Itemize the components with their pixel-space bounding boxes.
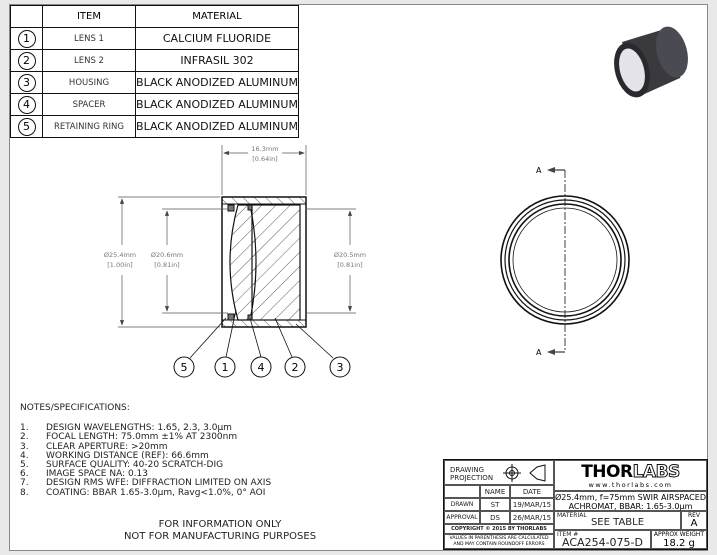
weight-value: 18.2 g (663, 538, 695, 549)
note-item: 6.IMAGE SPACE NA: 0.13 (20, 469, 148, 480)
item-material: INFRASIL 302 (135, 49, 299, 72)
note-item: 8.COATING: BBAR 1.65-3.0µm, Ravg<1.0%, 0… (20, 487, 266, 498)
balloon-label: 4 (258, 361, 265, 374)
disclaimer-line-1: FOR INFORMATION ONLY (158, 519, 282, 530)
rear-aperture-in: [0.81in] (337, 261, 362, 269)
approval-date: 26/MAR/15 (510, 511, 554, 524)
rev-value: A (690, 518, 698, 529)
thorlabs-logo: THORLABS www.thorlabs.com (554, 460, 707, 491)
item-number-label: ITEM # (557, 531, 579, 538)
item-balloon: 1 (17, 29, 36, 48)
notes-section: NOTES/SPECIFICATIONS: 1.DESIGN WAVELENGT… (20, 403, 272, 498)
material-value: SEE TABLE (590, 517, 645, 528)
projection-symbol-icon (503, 464, 546, 482)
copyright: COPYRIGHT © 2015 BY THORLABS (444, 524, 554, 534)
item-material: BLACK ANODIZED ALUMINUM (135, 115, 299, 138)
lens-1 (229, 204, 257, 321)
balloon-label: 5 (181, 361, 188, 374)
projection-label: DRAWING PROJECTION (450, 466, 494, 482)
balloon-label: 1 (222, 361, 229, 374)
note-item: 3.CLEAR APERTURE: >20mm (20, 441, 168, 452)
date-header: DATE (510, 485, 554, 498)
values-note: VALUES IN PARENTHESIS ARE CALCULATED AND… (444, 534, 554, 549)
title-block: DRAWING PROJECTION NAME DATE DRAWN ST 19… (443, 459, 708, 550)
drawn-date: 19/MAR/15 (510, 498, 554, 511)
outer-dia-mm: Ø25.4mm (104, 251, 136, 259)
name-header: NAME (480, 485, 510, 498)
approval-name: DS (480, 511, 510, 524)
balloon-label: 3 (337, 361, 344, 374)
item-balloon: 5 (17, 117, 36, 136)
dimension-labels: 16.3mm [0.64in] Ø25.4mm [1.00in] Ø20.6mm… (104, 145, 366, 269)
weight-label: APPROX WEIGHT (653, 531, 705, 538)
notes-title: NOTES/SPECIFICATIONS: (20, 403, 130, 413)
section-view (221, 196, 307, 328)
front-aperture-in: [0.81in] (154, 261, 179, 269)
approval-label: APPROVAL (444, 511, 480, 524)
isometric-render (614, 26, 688, 98)
note-item: 1.DESIGN WAVELENGTHS: 1.65, 2.3, 3.0µm (20, 423, 232, 434)
callout-balloons: 5 1 4 2 3 (173, 356, 351, 378)
front-aperture-mm: Ø20.6mm (151, 251, 183, 259)
balloon-label: 2 (292, 361, 299, 374)
lens-2 (251, 204, 301, 321)
outer-dia-in: [1.00in] (107, 261, 132, 269)
item-balloon: 4 (17, 95, 36, 114)
disclaimer: FOR INFORMATION ONLY NOT FOR MANUFACTURI… (110, 519, 330, 543)
note-item: 7.DESIGN RMS WFE: DIFFRACTION LIMITED ON… (20, 478, 272, 489)
housing-wall-top (221, 196, 307, 205)
part-description: Ø25.4mm, f=75mm SWIR AIRSPACED ACHROMAT,… (554, 491, 707, 511)
drawn-name: ST (480, 498, 510, 511)
retaining-ring-bottom (227, 313, 235, 321)
note-item: 5.SURFACE QUALITY: 40-20 SCRATCH-DIG (20, 460, 224, 471)
dimension-lines (118, 145, 356, 328)
item-balloon: 2 (17, 51, 36, 70)
length-in: [0.64in] (252, 155, 277, 163)
spacer-top (247, 204, 253, 211)
front-view (500, 167, 630, 355)
rev-label: REV (687, 512, 701, 519)
length-mm: 16.3mm (251, 145, 278, 153)
section-label-bottom: A (536, 348, 542, 357)
rear-aperture-mm: Ø20.5mm (334, 251, 366, 259)
website: www.thorlabs.com (588, 481, 673, 489)
spacer-bottom (247, 314, 253, 321)
retaining-ring-top (227, 204, 235, 212)
material-label: MATERIAL (557, 512, 587, 519)
drawn-label: DRAWN (444, 498, 480, 511)
item-balloon: 3 (17, 73, 36, 92)
item-material: BLACK ANODIZED ALUMINUM (135, 93, 299, 116)
note-item: 4.WORKING DISTANCE (REF): 66.6mm (20, 450, 209, 461)
leader-lines (189, 309, 334, 359)
housing-wall-bottom (221, 319, 307, 328)
disclaimer-line-2: NOT FOR MANUFACTURING PURPOSES (123, 531, 317, 542)
item-number-value: ACA254-075-D (562, 536, 643, 549)
section-label-top: A (536, 166, 542, 175)
note-item: 2.FOCAL LENGTH: 75.0mm ±1% AT 2300nm (20, 432, 238, 443)
